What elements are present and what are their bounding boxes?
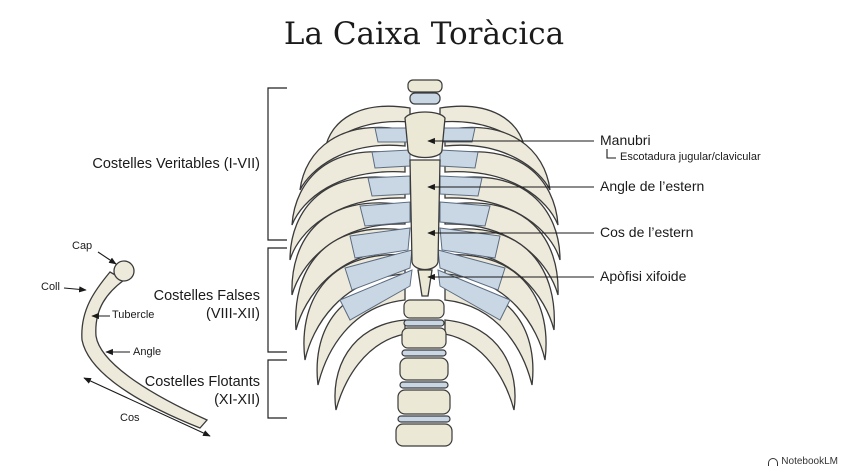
sternum-body-label: Cos de l’estern <box>600 224 694 240</box>
manubrium-shape <box>404 111 446 159</box>
false-ribs-label-line1: Costelles Falses <box>153 288 260 304</box>
sternum-callout-arrows <box>427 137 616 281</box>
jugular-notch-label: Escotadura jugular/clavicular <box>620 151 761 163</box>
true-ribs-label: Costelles Veritables (I-VII) <box>92 156 260 172</box>
manubrium-label: Manubri <box>600 132 651 148</box>
rib-neck-label: Coll <box>41 281 60 293</box>
floating-ribs-label-line1: Costelles Flotants <box>144 374 260 390</box>
rib-angle-label: Angle <box>133 346 162 358</box>
rib-shaft-label: Cos <box>120 412 140 424</box>
xiphoid-shape <box>417 269 433 297</box>
false-ribs-bracket <box>267 247 287 353</box>
notebooklm-logo-icon <box>768 457 779 466</box>
page-title: La Caixa Toràcica <box>283 16 565 52</box>
floating-ribs-label-line2: (XI-XII) <box>214 392 260 408</box>
brand-watermark: NotebookLM <box>768 456 838 467</box>
rib-part-arrows <box>63 251 211 437</box>
rib-cage <box>289 79 561 447</box>
sternal-angle-label: Angle de l’estern <box>600 178 705 194</box>
rib-tubercle-label: Tubercle <box>112 309 155 321</box>
xiphoid-label: Apòfisi xifoide <box>600 268 687 284</box>
sternum-body-shape <box>409 159 441 271</box>
floating-ribs-bracket <box>267 359 287 419</box>
false-ribs-label-line2: (VIII-XII) <box>206 306 260 322</box>
brand-label: NotebookLM <box>781 456 838 467</box>
rib-head-label: Cap <box>72 240 93 252</box>
true-ribs-bracket <box>267 87 287 241</box>
